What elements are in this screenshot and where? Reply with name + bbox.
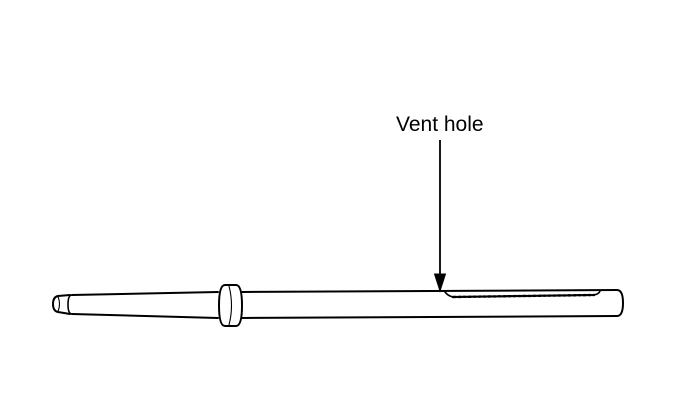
shaft-right-end xyxy=(616,289,624,317)
shaft-left-top-edge xyxy=(71,291,219,296)
vent-hole-label: Vent hole xyxy=(396,113,484,136)
shaft-left-bottom-edge xyxy=(71,313,219,319)
shaft xyxy=(52,284,624,327)
shaft-left-end xyxy=(67,294,73,315)
shaft-right-top-edge xyxy=(241,289,618,293)
collar-edge xyxy=(228,285,233,326)
shaft-collar xyxy=(218,284,243,327)
shaft-right-bottom-edge xyxy=(241,315,618,319)
vent-hole-slot xyxy=(444,290,601,299)
vent-hole-arrow xyxy=(433,140,447,293)
arrowhead xyxy=(433,273,447,293)
shaft-left-tip xyxy=(52,294,71,315)
shaft-tip-edge xyxy=(57,295,61,313)
